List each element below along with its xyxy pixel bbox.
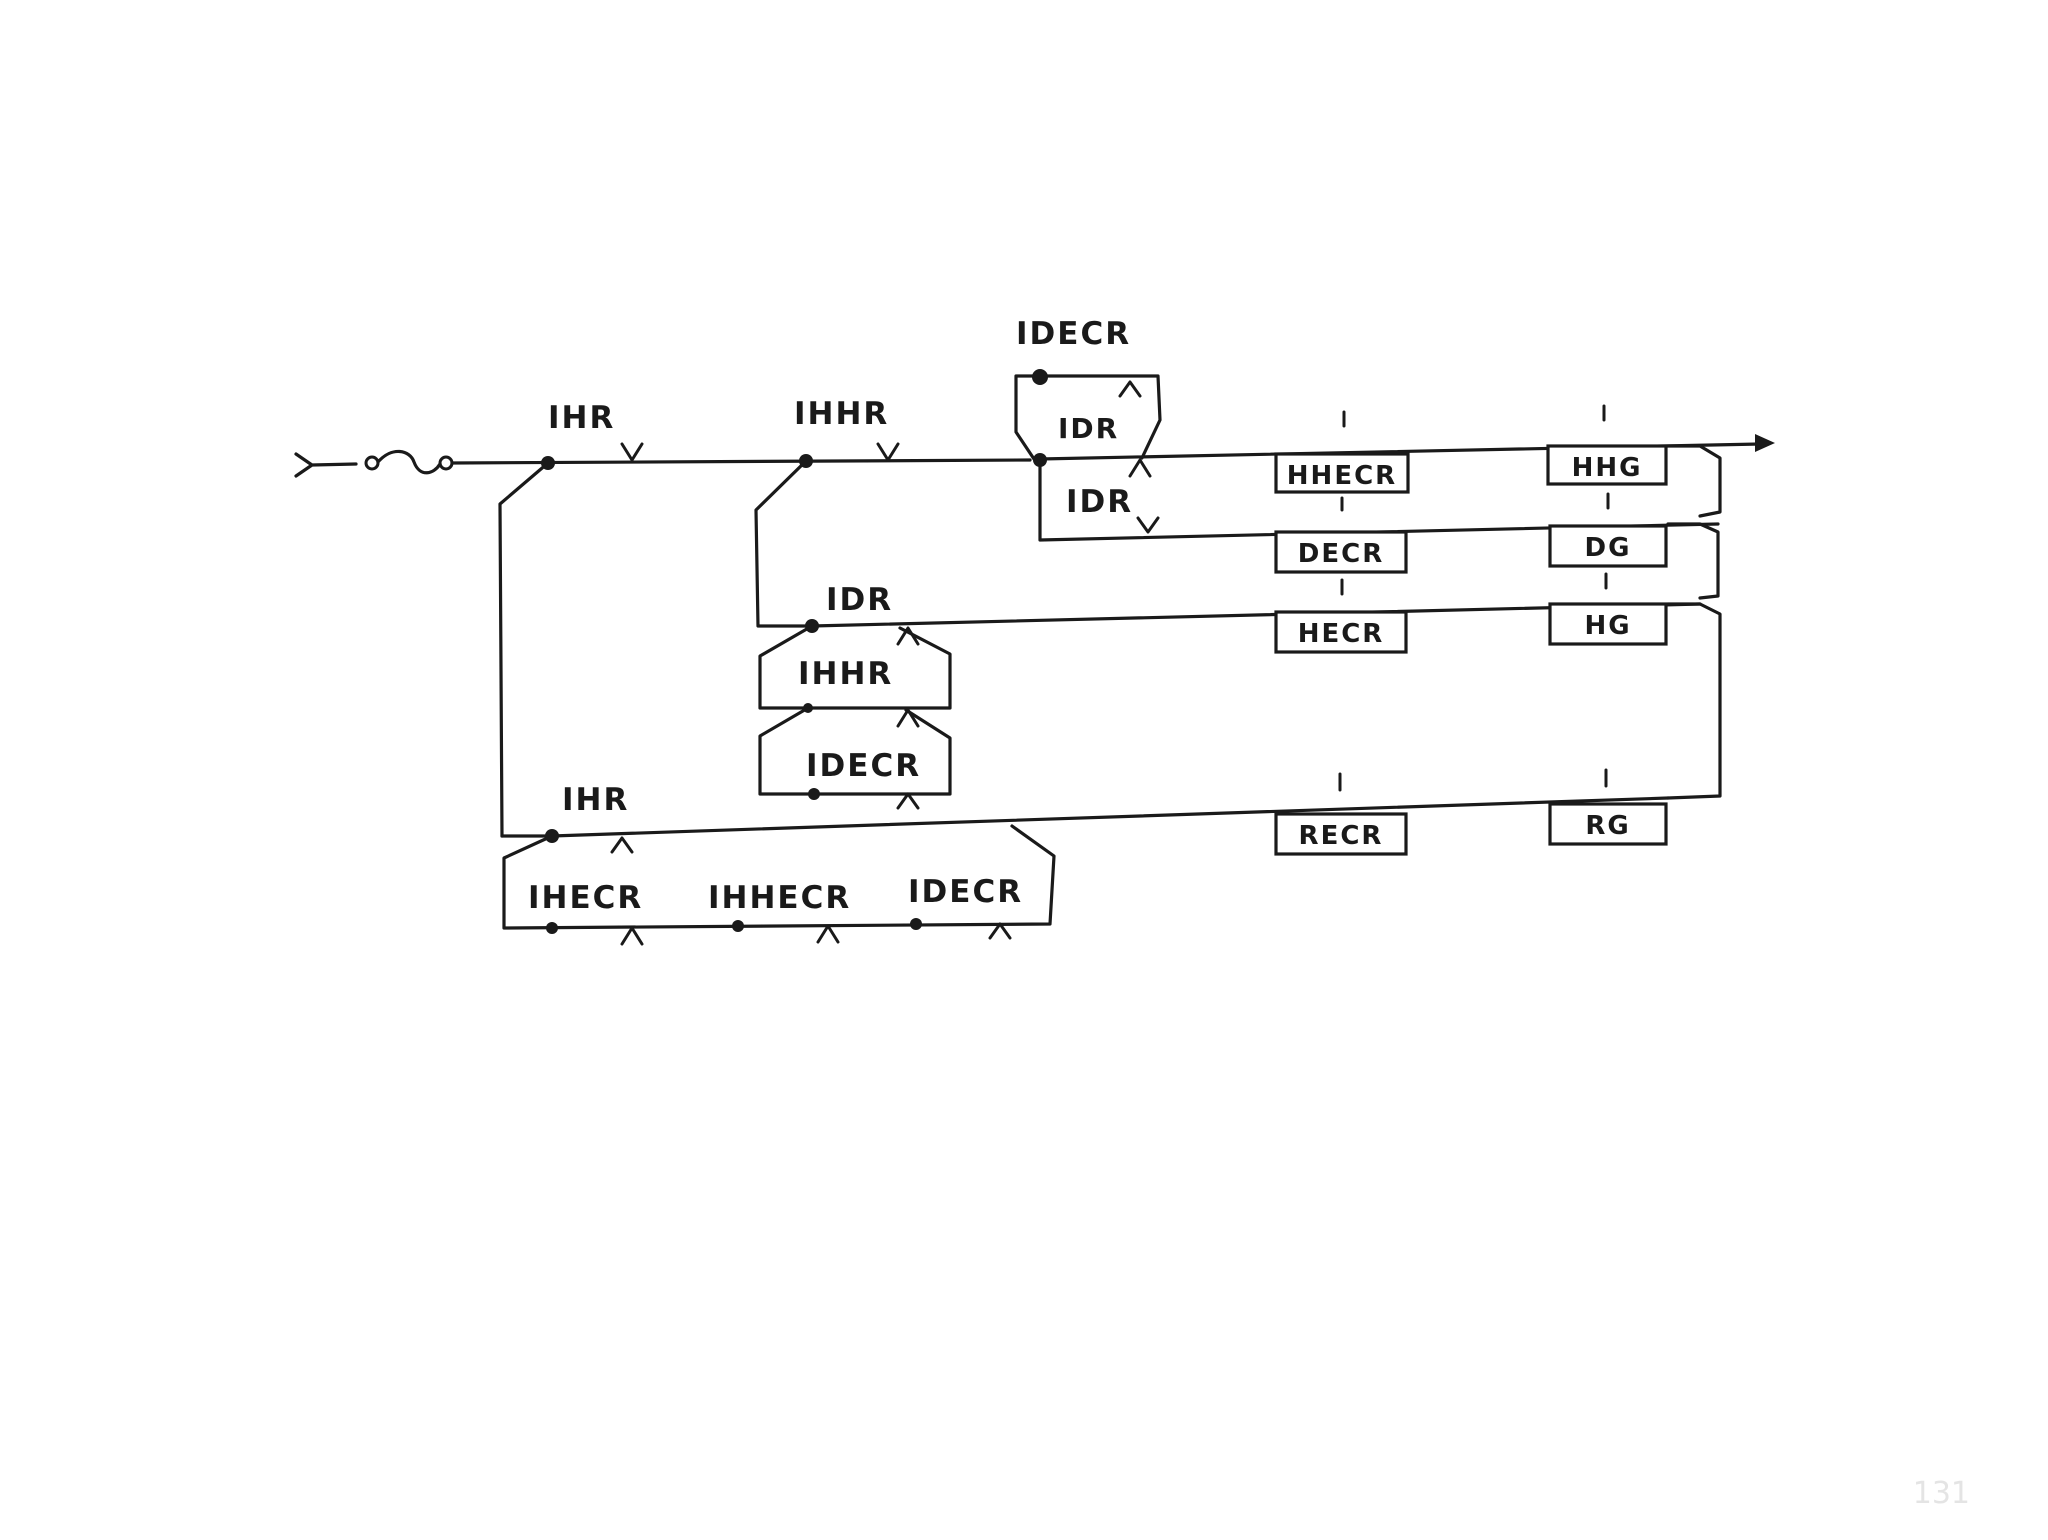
arrow-head-icon (1755, 434, 1775, 452)
coil-recr: RECR (1274, 812, 1408, 856)
label-bottom-ihhecr: IHHECR (708, 880, 851, 916)
label-mid-ihhr: IHHR (798, 656, 893, 692)
left-riser-wire (498, 461, 550, 838)
svg-text:HHECR: HHECR (1287, 461, 1397, 491)
ihr-contact (620, 442, 644, 462)
bottom-ihr-row-wire (500, 796, 1670, 838)
bottom-ihhecr-contact (816, 924, 840, 944)
label-mid-idr: IDR (826, 582, 893, 618)
coil-hhecr: HHECR (1274, 452, 1410, 494)
bottom-ihecr-contact (620, 926, 644, 946)
power-source-fork-icon (294, 452, 358, 478)
mid-riser-wire (754, 459, 814, 628)
junction-nodes (541, 369, 1048, 934)
label-top-idecr: IDECR (1016, 316, 1131, 352)
svg-text:HG: HG (1584, 611, 1631, 641)
coil-hecr: HECR (1274, 610, 1408, 654)
label-top-idr-inner: IDR (1058, 412, 1119, 445)
svg-text:HECR: HECR (1298, 619, 1385, 649)
label-bottom-ihecr: IHECR (528, 880, 643, 916)
label-main-ihhr: IHHR (794, 396, 889, 432)
label-mid-idecr: IDECR (806, 748, 921, 784)
mid-idr-contact (896, 626, 920, 646)
ihhr-contact (876, 442, 900, 462)
branch-idr-contact (1136, 516, 1160, 534)
coil-tick-marks (1338, 404, 1610, 792)
right-return-wire (1666, 444, 1722, 800)
mid-idecr-contact (896, 792, 920, 810)
label-branch-idr: IDR (1066, 484, 1133, 520)
bottom-ihr-contact (610, 836, 634, 854)
coil-hg: HG (1548, 602, 1668, 646)
mid-ihhr-contact (896, 708, 920, 728)
svg-text:RECR: RECR (1299, 821, 1384, 851)
coil-rg: RG (1548, 802, 1668, 846)
label-bottom-idecr: IDECR (908, 874, 1023, 910)
coil-decr: DECR (1274, 530, 1408, 574)
label-main-ihr: IHR (548, 400, 615, 436)
label-bottom-ihr: IHR (562, 782, 629, 818)
top-idecr-contact (1118, 380, 1142, 398)
top-idr-inner-contact (1128, 458, 1152, 478)
bottom-series-loop (502, 824, 1056, 930)
coil-hhg: HHG (1546, 444, 1668, 486)
coil-dg: DG (1548, 524, 1668, 568)
bottom-idecr-contact (988, 922, 1012, 940)
mid-ihhr-loop (758, 624, 952, 710)
fuse-icon (364, 449, 454, 475)
svg-text:RG: RG (1585, 811, 1630, 841)
mid-idecr-loop (758, 706, 952, 796)
svg-text:HHG: HHG (1572, 453, 1643, 483)
svg-text:DECR: DECR (1298, 539, 1384, 569)
svg-text:DG: DG (1585, 533, 1632, 563)
idr-branch-wire (1038, 458, 1720, 542)
page-number: 131 (1912, 1476, 1970, 1511)
